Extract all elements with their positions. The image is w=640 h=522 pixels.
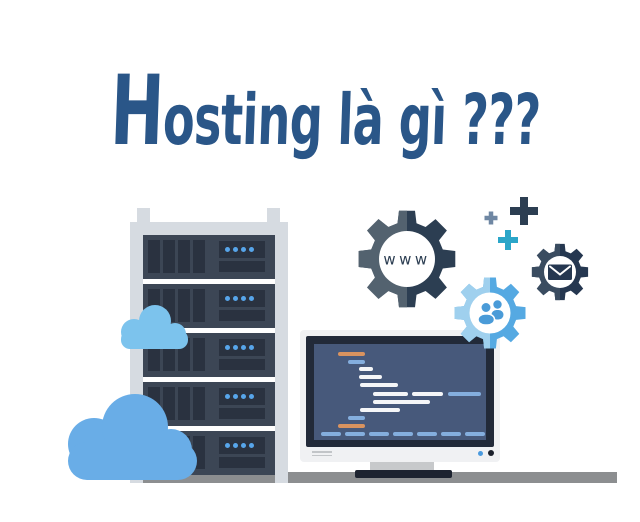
code-line bbox=[338, 423, 365, 428]
server-led bbox=[248, 443, 254, 448]
server-led bbox=[224, 394, 230, 399]
server-led bbox=[240, 394, 246, 399]
code-line bbox=[393, 431, 413, 436]
server-led bbox=[240, 296, 246, 301]
page-title-text: Hosting là gì ??? bbox=[108, 54, 542, 167]
server-vent bbox=[219, 408, 265, 419]
server-led bbox=[224, 443, 230, 448]
server-slat bbox=[193, 338, 205, 371]
server-led bbox=[232, 345, 238, 350]
server-led bbox=[248, 394, 254, 399]
code-line bbox=[369, 431, 389, 436]
server-led bbox=[224, 247, 230, 252]
code-line bbox=[448, 391, 481, 396]
code-line bbox=[348, 359, 365, 364]
server-slat bbox=[178, 240, 190, 273]
code-line bbox=[321, 431, 341, 436]
server-slat bbox=[178, 387, 190, 420]
code-line bbox=[360, 383, 398, 387]
server-vent bbox=[219, 310, 265, 321]
monitor-vent-line bbox=[312, 451, 332, 453]
code-line bbox=[373, 399, 430, 404]
server-led bbox=[224, 296, 230, 301]
monitor-base bbox=[355, 470, 452, 478]
code-line bbox=[417, 431, 437, 436]
server-slat bbox=[178, 289, 190, 322]
server-led bbox=[240, 247, 246, 252]
server-led bbox=[248, 296, 254, 301]
server-slat bbox=[148, 240, 160, 273]
server-led bbox=[224, 345, 230, 350]
server-slat bbox=[193, 289, 205, 322]
server-led bbox=[240, 443, 246, 448]
monitor-vent-line bbox=[312, 454, 332, 456]
server-vent bbox=[219, 457, 265, 468]
server-slat bbox=[163, 240, 175, 273]
code-line bbox=[359, 367, 373, 371]
monitor-stand bbox=[370, 461, 434, 472]
rack-post-right bbox=[267, 208, 280, 224]
server-led bbox=[240, 345, 246, 350]
rack-post-left bbox=[137, 208, 150, 224]
server-vent bbox=[219, 261, 265, 272]
server-vent bbox=[219, 359, 265, 370]
server-led bbox=[248, 345, 254, 350]
server-led bbox=[232, 247, 238, 252]
code-line bbox=[412, 391, 443, 396]
code-line bbox=[360, 407, 400, 412]
rack-rail-right bbox=[275, 222, 288, 483]
code-line bbox=[373, 391, 408, 396]
code-line bbox=[359, 375, 382, 379]
code-line bbox=[338, 352, 365, 356]
code-line bbox=[465, 431, 485, 436]
code-line bbox=[345, 431, 365, 436]
server-led bbox=[248, 247, 254, 252]
server-led bbox=[232, 443, 238, 448]
power-button bbox=[488, 450, 494, 456]
code-line bbox=[441, 431, 461, 436]
server-led bbox=[232, 296, 238, 301]
code-line bbox=[348, 415, 365, 420]
page-title: Hosting là gì ??? bbox=[0, 54, 640, 167]
server-slat bbox=[193, 240, 205, 273]
rack-top-bar bbox=[130, 222, 288, 235]
server-led bbox=[232, 394, 238, 399]
server-slat bbox=[193, 387, 205, 420]
code-screen bbox=[314, 344, 486, 440]
power-led bbox=[478, 450, 483, 456]
